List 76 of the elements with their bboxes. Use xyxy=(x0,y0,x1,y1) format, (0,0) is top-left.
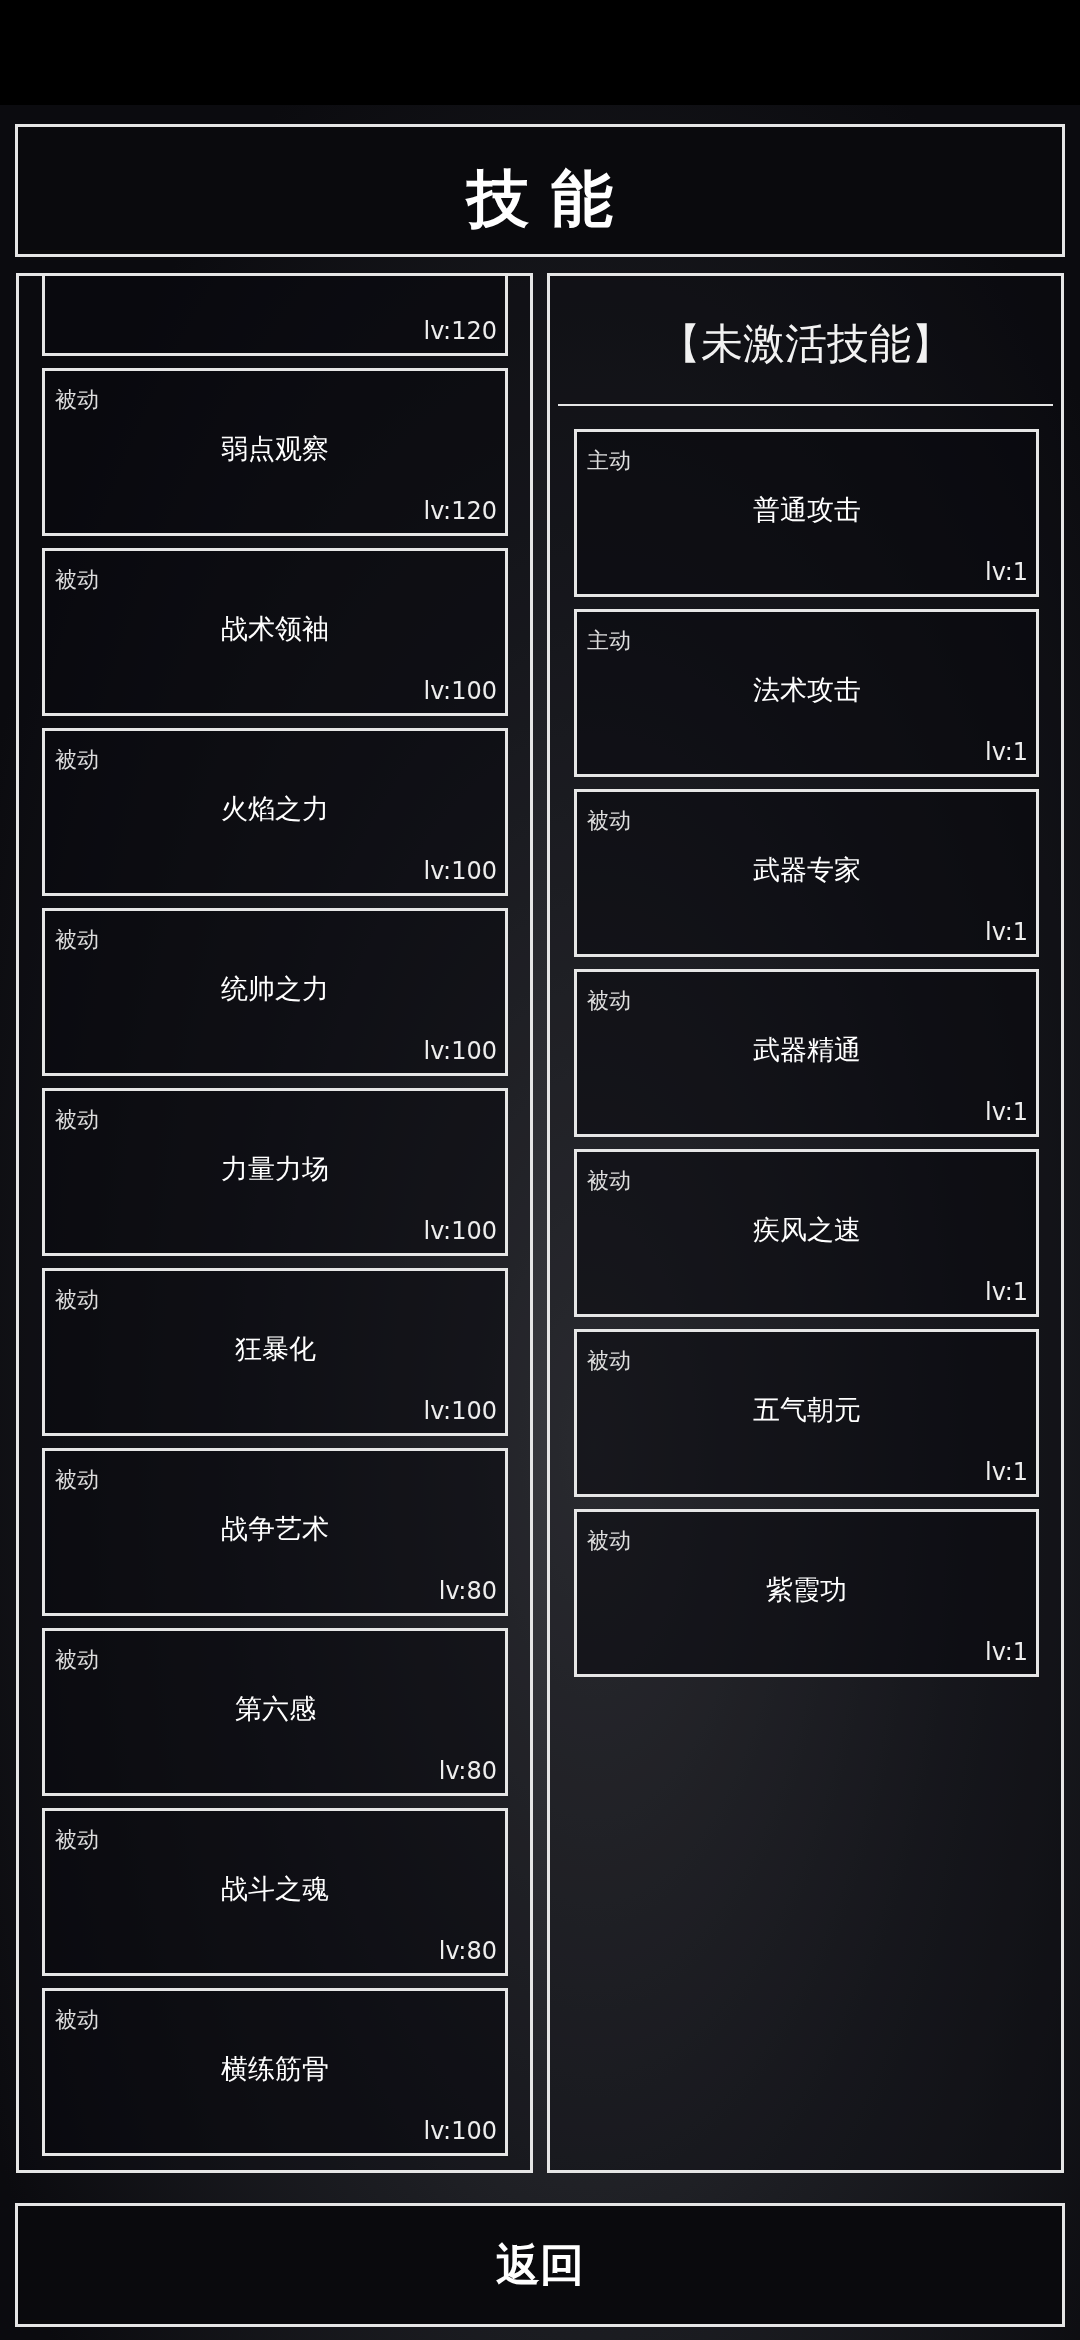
skill-card xyxy=(42,1268,508,1436)
skill-card xyxy=(42,1628,508,1796)
skill-name: 火焰之力 xyxy=(220,792,330,826)
skill-type-label: 被动 xyxy=(55,386,99,414)
skill-type-label: 被动 xyxy=(587,807,631,835)
skill-name: 统帅之力 xyxy=(220,972,330,1006)
skill-card xyxy=(574,1509,1039,1677)
skill-level: lv:120 xyxy=(423,317,497,345)
skill-name: 武器专家 xyxy=(751,853,862,887)
skill-card xyxy=(42,276,508,356)
skill-level: lv:100 xyxy=(423,1217,497,1245)
skill-level: lv:1 xyxy=(985,918,1028,946)
skill-card xyxy=(42,1988,508,2156)
skill-type-label: 被动 xyxy=(55,1466,99,1494)
skill-type-label: 被动 xyxy=(55,566,99,594)
skill-list-panel xyxy=(16,273,533,2173)
skill-card xyxy=(42,1808,508,1976)
skill-level: lv:80 xyxy=(438,1577,497,1605)
skill-level: lv:1 xyxy=(985,1458,1028,1486)
panel-heading: 【未激活技能】 xyxy=(657,318,954,370)
skill-name: 战术领袖 xyxy=(220,612,330,646)
skill-name: 武器精通 xyxy=(751,1033,862,1067)
title-text: 技 能 xyxy=(464,161,614,237)
skill-level: lv:100 xyxy=(423,1037,497,1065)
skill-card xyxy=(42,548,508,716)
skill-level: lv:100 xyxy=(423,2117,497,2145)
skill-type-label: 被动 xyxy=(55,1286,99,1314)
skill-type-label: 被动 xyxy=(587,1167,631,1195)
skill-level: lv:80 xyxy=(438,1757,497,1785)
skill-name: 弱点观察 xyxy=(220,432,330,466)
skill-name: 狂暴化 xyxy=(233,1332,317,1366)
skill-name: 横练筋骨 xyxy=(220,2052,330,2086)
skill-level: lv:100 xyxy=(423,677,497,705)
skill-name: 第六感 xyxy=(233,1692,317,1726)
skill-name: 力量力场 xyxy=(220,1152,330,1186)
skill-card xyxy=(574,609,1039,777)
skill-card xyxy=(574,429,1039,597)
skill-level: lv:1 xyxy=(985,1278,1028,1306)
skill-type-label: 被动 xyxy=(55,2006,99,2034)
skill-card xyxy=(42,368,508,536)
skill-name: 紫霞功 xyxy=(765,1573,848,1607)
title-bar xyxy=(15,124,1065,257)
skill-level: lv:1 xyxy=(985,558,1028,586)
skill-card xyxy=(42,1088,508,1256)
skill-card xyxy=(42,908,508,1076)
skill-type-label: 被动 xyxy=(55,1646,99,1674)
skill-type-label: 主动 xyxy=(587,627,631,655)
skill-name: 普通攻击 xyxy=(751,493,862,527)
skill-type-label: 被动 xyxy=(587,1347,631,1375)
skill-name: 疾风之速 xyxy=(751,1213,862,1247)
skill-type-label: 被动 xyxy=(55,926,99,954)
skill-card xyxy=(42,728,508,896)
skill-level: lv:100 xyxy=(423,1397,497,1425)
skill-type-label: 主动 xyxy=(587,447,631,475)
skill-card xyxy=(574,789,1039,957)
skill-level: lv:1 xyxy=(985,1098,1028,1126)
skill-name: 五气朝元 xyxy=(751,1393,862,1427)
skill-level: lv:100 xyxy=(423,857,497,885)
skill-type-label: 被动 xyxy=(587,1527,631,1555)
skill-card xyxy=(574,969,1039,1137)
skill-list-panel xyxy=(547,273,1064,2173)
skill-type-label: 被动 xyxy=(55,1106,99,1134)
skill-type-label: 被动 xyxy=(55,1826,99,1854)
skill-level: lv:1 xyxy=(985,738,1028,766)
skill-name: 法术攻击 xyxy=(751,673,862,707)
skill-card xyxy=(574,1149,1039,1317)
skill-card xyxy=(42,1448,508,1616)
skill-card xyxy=(574,1329,1039,1497)
skill-type-label: 被动 xyxy=(587,987,631,1015)
skill-name: 战争艺术 xyxy=(220,1512,330,1546)
skill-level: lv:1 xyxy=(985,1638,1028,1666)
back-button: 返回 xyxy=(15,2203,1065,2327)
skill-name: 战斗之魂 xyxy=(220,1872,330,1906)
skill-level: lv:120 xyxy=(423,497,497,525)
skill-level: lv:80 xyxy=(438,1937,497,1965)
skill-type-label: 被动 xyxy=(55,746,99,774)
